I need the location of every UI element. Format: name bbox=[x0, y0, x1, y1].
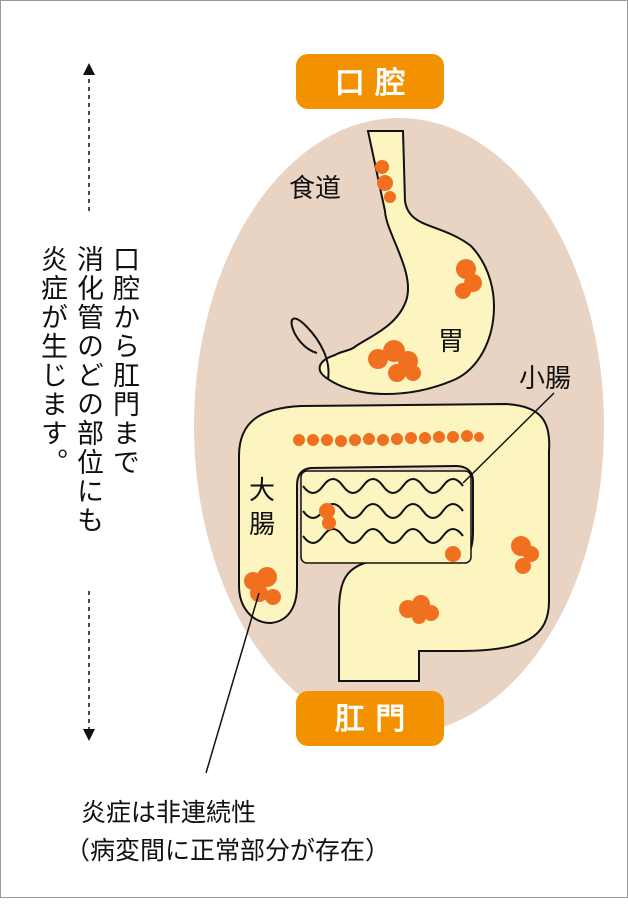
mouth-label: 口 腔 bbox=[335, 66, 405, 101]
anus-badge bbox=[296, 691, 444, 746]
caption-line1: 炎症は非連続性 bbox=[81, 798, 257, 827]
small-intestine-region bbox=[300, 470, 472, 564]
caption-pointer bbox=[205, 592, 260, 774]
caption-line2: （病変間に正常部分が存在） bbox=[65, 836, 391, 865]
large-intestine-label-1: 大 bbox=[249, 476, 275, 506]
large-intestine-label-2: 腸 bbox=[249, 510, 275, 540]
side-note-line3: 炎症が生じます。 bbox=[36, 245, 67, 477]
small-intestine-label: 小腸 bbox=[519, 364, 571, 394]
duodenum bbox=[290, 317, 330, 380]
small-intestine-pointer bbox=[462, 392, 555, 484]
esophagus-label: 食道 bbox=[289, 174, 341, 204]
side-note-line1: 口腔から肛門まで bbox=[108, 245, 139, 477]
stomach-label: 胃 bbox=[438, 327, 464, 357]
mouth-badge bbox=[296, 54, 444, 109]
anus-label: 肛 門 bbox=[335, 702, 405, 737]
large-intestine bbox=[238, 402, 551, 682]
side-note-line2: 消化管のどの部位にも bbox=[72, 245, 103, 535]
inflammation-spots bbox=[244, 160, 539, 624]
